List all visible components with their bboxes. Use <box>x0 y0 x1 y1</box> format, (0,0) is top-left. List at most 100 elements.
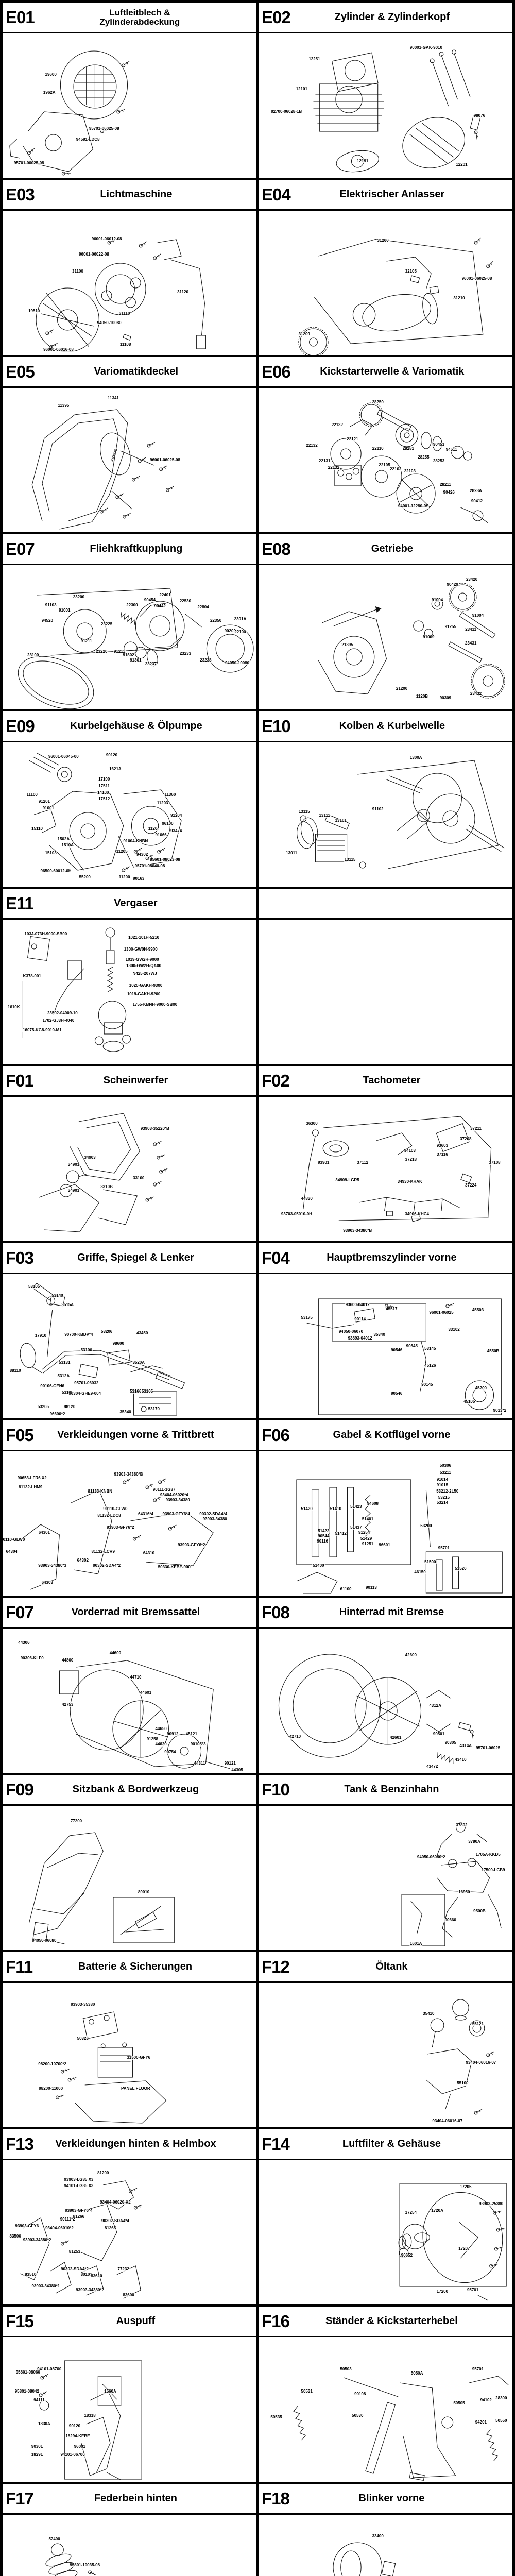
cell-title: Gabel & Kotflügel vorne <box>333 1429 451 1441</box>
part-number-label: 2301A <box>233 617 247 621</box>
diagram-shape <box>138 457 146 463</box>
diagram-shape <box>76 1660 214 1767</box>
part-number-label: 81132-LHM9 <box>18 1485 43 1489</box>
diagram-shape <box>430 2018 444 2032</box>
diagram-shape <box>94 263 146 315</box>
part-number-label: 31120 <box>177 290 189 294</box>
diagram-shape <box>143 818 159 834</box>
diagram-shape <box>82 2011 118 2039</box>
part-number-label: 50326 <box>76 2036 89 2041</box>
part-number-label: 96001-06012-08 <box>91 236 123 241</box>
diagram-shape <box>399 2248 409 2258</box>
diagram-shape <box>329 1144 342 1153</box>
exploded-diagram <box>9 50 130 176</box>
cell-code: F13 <box>6 2134 34 2154</box>
part-number-label: 23420 <box>465 577 478 582</box>
diagram-shape <box>384 1197 387 1212</box>
diagram-shape: KYMCO <box>111 448 118 462</box>
cell-title: Federbein hinten <box>94 2493 177 2504</box>
part-number-label: 1021-101H-5210 <box>128 935 160 940</box>
part-number-label: 16950 <box>458 1890 471 1894</box>
diagram-shape <box>55 2094 64 2099</box>
diagram-shape <box>426 2048 472 2094</box>
exploded-diagram <box>296 1479 503 1594</box>
cell-title: Hauptbremszylinder vorne <box>327 1252 457 1264</box>
part-number-label: 81132-LCR9 <box>91 1549 115 1554</box>
part-number-label: 19510 <box>28 309 41 313</box>
part-number-label: 93903-GFY6*4 <box>64 2208 93 2213</box>
diagram-shape <box>409 487 423 500</box>
exploded-diagram <box>39 1113 168 1232</box>
part-number-label: 23100 <box>27 653 40 657</box>
part-number-label: 96500-60012-0H <box>40 869 72 873</box>
diagram-shape <box>106 2472 121 2480</box>
part-number-label: 93404-06010*2 <box>45 2226 74 2230</box>
diagram-shape <box>469 2376 509 2385</box>
part-number-label: 17100 <box>98 777 111 782</box>
diagram-shape <box>9 139 20 159</box>
diagram-shape <box>20 2217 50 2280</box>
part-number-label: 33102 <box>448 1327 460 1332</box>
cell-code: E07 <box>6 539 35 558</box>
part-number-label: 11203 <box>156 801 169 805</box>
part-number-label: 45121 <box>185 1732 198 1736</box>
diagram-shape <box>350 419 373 436</box>
part-number-label: 5312A <box>57 1374 71 1378</box>
diagram-shape <box>362 294 432 332</box>
part-number-label: 90110-GLW0 <box>3 1538 26 1542</box>
part-number-label: 23411 <box>465 627 477 632</box>
part-number-label: 34930-KHAK <box>397 1179 423 1184</box>
diagram-shape <box>460 1173 472 1183</box>
part-number-label: 81133-KNBN <box>87 1489 113 1494</box>
diagram-shape <box>386 257 432 290</box>
part-number-label: 34901 <box>67 1162 80 1167</box>
part-number-label: 96001 <box>73 2444 86 2449</box>
diagram-shape <box>130 277 141 289</box>
diagram-shape <box>67 842 84 871</box>
diagram-shape <box>168 1524 177 1531</box>
diagram-shape <box>18 656 94 709</box>
diagram-shape <box>101 2180 134 2210</box>
part-number-label: 95801-08060 <box>15 2370 41 2375</box>
diagram-shape <box>43 1354 169 1380</box>
part-number-label: 90111-1G87 <box>152 1487 176 1492</box>
diagram-shape <box>300 815 307 822</box>
diagram-shape <box>293 1668 367 1743</box>
part-number-label: 93603 <box>436 1143 449 1148</box>
cell-title: Verkleidungen hinten & Helmbox <box>55 2138 216 2150</box>
diagram-shape <box>496 2227 505 2232</box>
cell-code: F15 <box>6 2311 34 2331</box>
diagram-shape <box>335 86 363 113</box>
cell-code: F06 <box>262 1425 290 1445</box>
diagram-shape <box>49 791 124 871</box>
diagram-shape <box>157 1154 165 1160</box>
diagram-shape <box>365 2402 396 2474</box>
part-number-label: 53170 <box>147 1406 160 1411</box>
diagram-shape <box>449 583 477 612</box>
part-number-label: 37112 <box>356 1160 369 1165</box>
part-number-label: 13115 <box>344 857 356 862</box>
part-number-label: 45105 <box>463 1399 476 1404</box>
part-number-label: 90145 <box>421 1382 434 1387</box>
part-number-label: 52400 <box>48 2537 61 2541</box>
part-number-label: 91014 <box>436 1477 449 1482</box>
part-number-label: 95701-08040-08 <box>134 863 166 868</box>
part-number-label: 90545 <box>405 1344 418 1348</box>
diagram-shape <box>332 1303 426 1342</box>
diagram-shape <box>34 1893 84 1914</box>
part-number-label: 15103 <box>44 851 57 855</box>
diagram-shape <box>159 1168 168 1174</box>
diagram-shape <box>106 274 135 304</box>
